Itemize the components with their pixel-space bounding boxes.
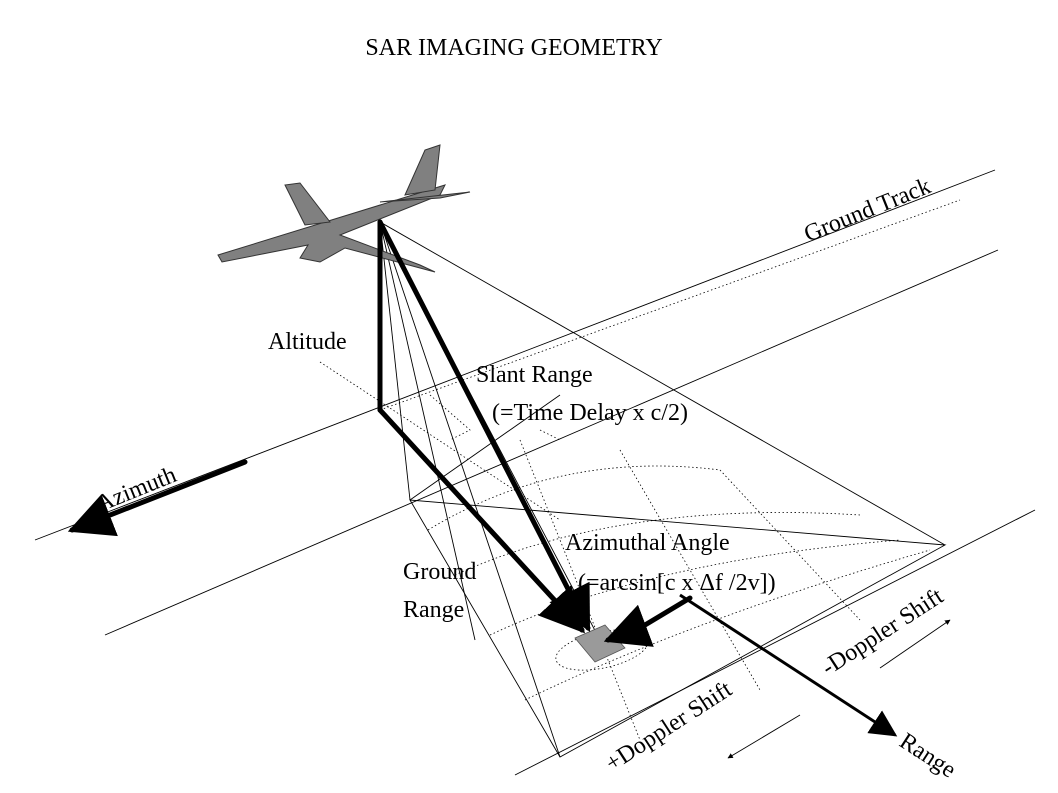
neg-doppler-arrow: [879, 619, 951, 669]
slant-range-label-line1: Slant Range: [476, 362, 593, 388]
ground-line-2: [104, 249, 999, 636]
azimuth-label: Azimuth: [93, 462, 181, 518]
azimuthal-angle-label-line1: Azimuthal Angle: [565, 530, 730, 556]
ground-track-line: [379, 199, 961, 411]
ground-range-arrow: [377, 407, 586, 634]
ground-range-label-line2: Range: [403, 597, 464, 623]
diagram-title: SAR IMAGING GEOMETRY: [365, 35, 662, 61]
azimuth-arrow: [67, 459, 248, 537]
pos-doppler-arrow: [727, 714, 801, 759]
grid-radial-3: [719, 469, 861, 621]
footprint-near-edge: [409, 394, 561, 501]
ground-line-3: [514, 509, 1036, 776]
ground-line-1: [34, 169, 996, 541]
grid-tick: [539, 429, 561, 441]
ground-range-label-line1: Ground: [403, 559, 476, 585]
aircraft-icon: [217, 144, 471, 273]
slant-range-label-line2: (=Time Delay x c/2): [492, 400, 688, 426]
azimuthal-angle-label-line2: (=arcsin[c x Δf /2v]): [578, 570, 776, 596]
azimuthal-angle-arrow: [603, 595, 693, 647]
ground-track-label: Ground Track: [801, 173, 935, 247]
beam-edge-5: [379, 221, 476, 641]
footprint-outline: [409, 499, 947, 758]
beam-edge-3: [379, 221, 946, 546]
slant-range-arrow: [377, 219, 591, 633]
range-arrow: [679, 593, 898, 737]
grid-radial-1: [519, 439, 641, 741]
pos-doppler-label: +Doppler Shift: [601, 676, 737, 777]
beam-edge-2: [379, 221, 561, 758]
grid-arc-3: [489, 539, 901, 636]
grid-corner: [429, 394, 471, 441]
beam-edge-1: [379, 221, 411, 501]
grid-arc-1: [427, 465, 721, 531]
altitude-label: Altitude: [268, 329, 347, 355]
range-label: Range: [895, 728, 961, 783]
